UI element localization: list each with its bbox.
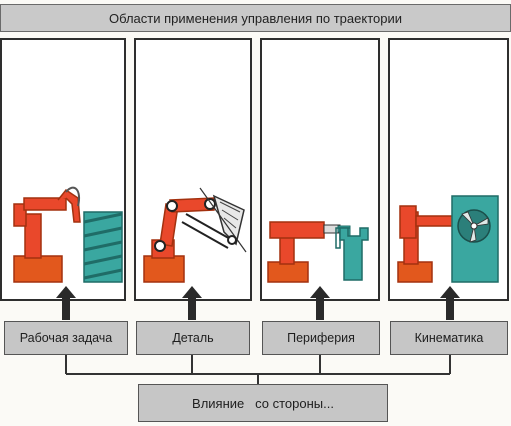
diagram-title: Области применения управления по траекто… xyxy=(0,4,511,32)
gripper-robot-icon xyxy=(267,221,369,283)
arrow-up-icon xyxy=(440,286,460,320)
label-part: Деталь xyxy=(136,321,250,355)
arrow-up-icon xyxy=(310,286,330,320)
welding-robot-icon xyxy=(13,186,123,283)
arrows xyxy=(56,286,460,320)
influence-box: Влияние со стороны... xyxy=(138,384,388,422)
lathe-robot-icon xyxy=(397,195,499,283)
connector-lines xyxy=(65,355,451,384)
influence-label: Влияние со стороны... xyxy=(192,395,334,411)
label-periphery: Периферия xyxy=(262,321,380,355)
label-kinematics: Кинематика xyxy=(390,321,508,355)
arrow-up-icon xyxy=(182,286,202,320)
articulated-robot-icon xyxy=(143,187,247,283)
arrow-up-icon xyxy=(56,286,76,320)
label-work-task: Рабочая задача xyxy=(4,321,128,355)
